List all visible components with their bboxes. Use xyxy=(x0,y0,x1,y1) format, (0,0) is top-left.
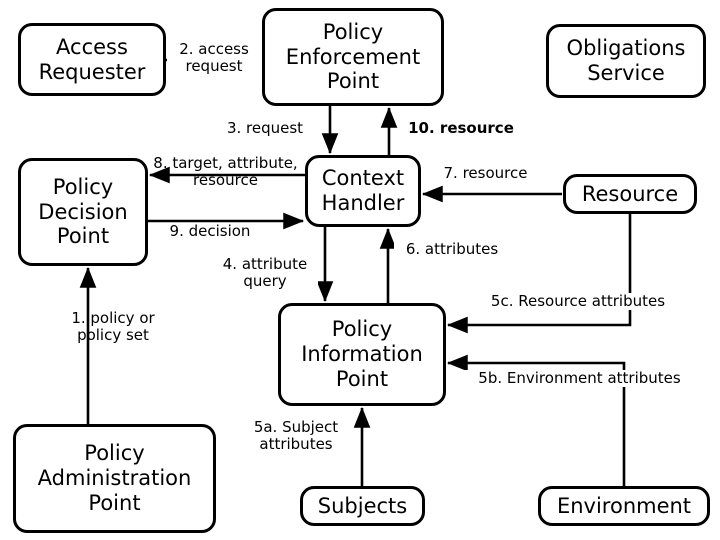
node-environment[interactable]: Environment xyxy=(538,486,710,526)
node-label: Policy Information Point xyxy=(301,317,423,391)
edge-label-10-resource: 10. resource xyxy=(400,120,522,137)
node-label: Subjects xyxy=(317,493,408,518)
node-label: Policy Enforcement Point xyxy=(285,19,421,94)
node-policy-enforcement-point[interactable]: Policy Enforcement Point xyxy=(262,8,444,106)
edge-label-4-attribute-query: 4. attribute query xyxy=(212,256,318,290)
node-label: Context Handler xyxy=(321,166,405,215)
edge-label-8-target-attribute-resource: 8. target, attribute, resource xyxy=(153,154,298,189)
node-context-handler[interactable]: Context Handler xyxy=(305,155,421,227)
edge-label-9-decision: 9. decision xyxy=(157,223,263,240)
node-label: Resource xyxy=(581,181,679,206)
edge-label-6-attributes: 6. attributes xyxy=(394,241,510,258)
node-label: Policy Administration Point xyxy=(37,441,192,515)
node-label: Policy Decision Point xyxy=(38,174,128,249)
node-obligations-service[interactable]: Obligations Service xyxy=(546,24,706,98)
edge-label-5a-subject-attributes: 5a. Subject attributes xyxy=(240,419,352,453)
edge-label-1-policy-or-policy-set: 1. policy or policy set xyxy=(71,309,155,344)
edge-label-5b-environment-attributes: 5b. Environment attributes xyxy=(462,370,697,387)
edge-label-2-access-request: 2. access request xyxy=(167,41,261,75)
node-policy-information-point[interactable]: Policy Information Point xyxy=(278,303,446,406)
node-resource[interactable]: Resource xyxy=(563,174,697,214)
node-policy-administration-point[interactable]: Policy Administration Point xyxy=(13,424,216,533)
node-policy-decision-point[interactable]: Policy Decision Point xyxy=(18,158,148,266)
node-label: Obligations Service xyxy=(566,36,686,85)
node-label: Access Requester xyxy=(38,34,146,84)
edge-label-3-request: 3. request xyxy=(215,120,315,137)
node-subjects[interactable]: Subjects xyxy=(300,486,425,526)
node-access-requester[interactable]: Access Requester xyxy=(18,23,166,96)
edge-label-5c-resource-attributes: 5c. Resource attributes xyxy=(470,293,686,310)
edge-label-7-resource: 7. resource xyxy=(432,165,539,182)
node-label: Environment xyxy=(556,493,692,518)
